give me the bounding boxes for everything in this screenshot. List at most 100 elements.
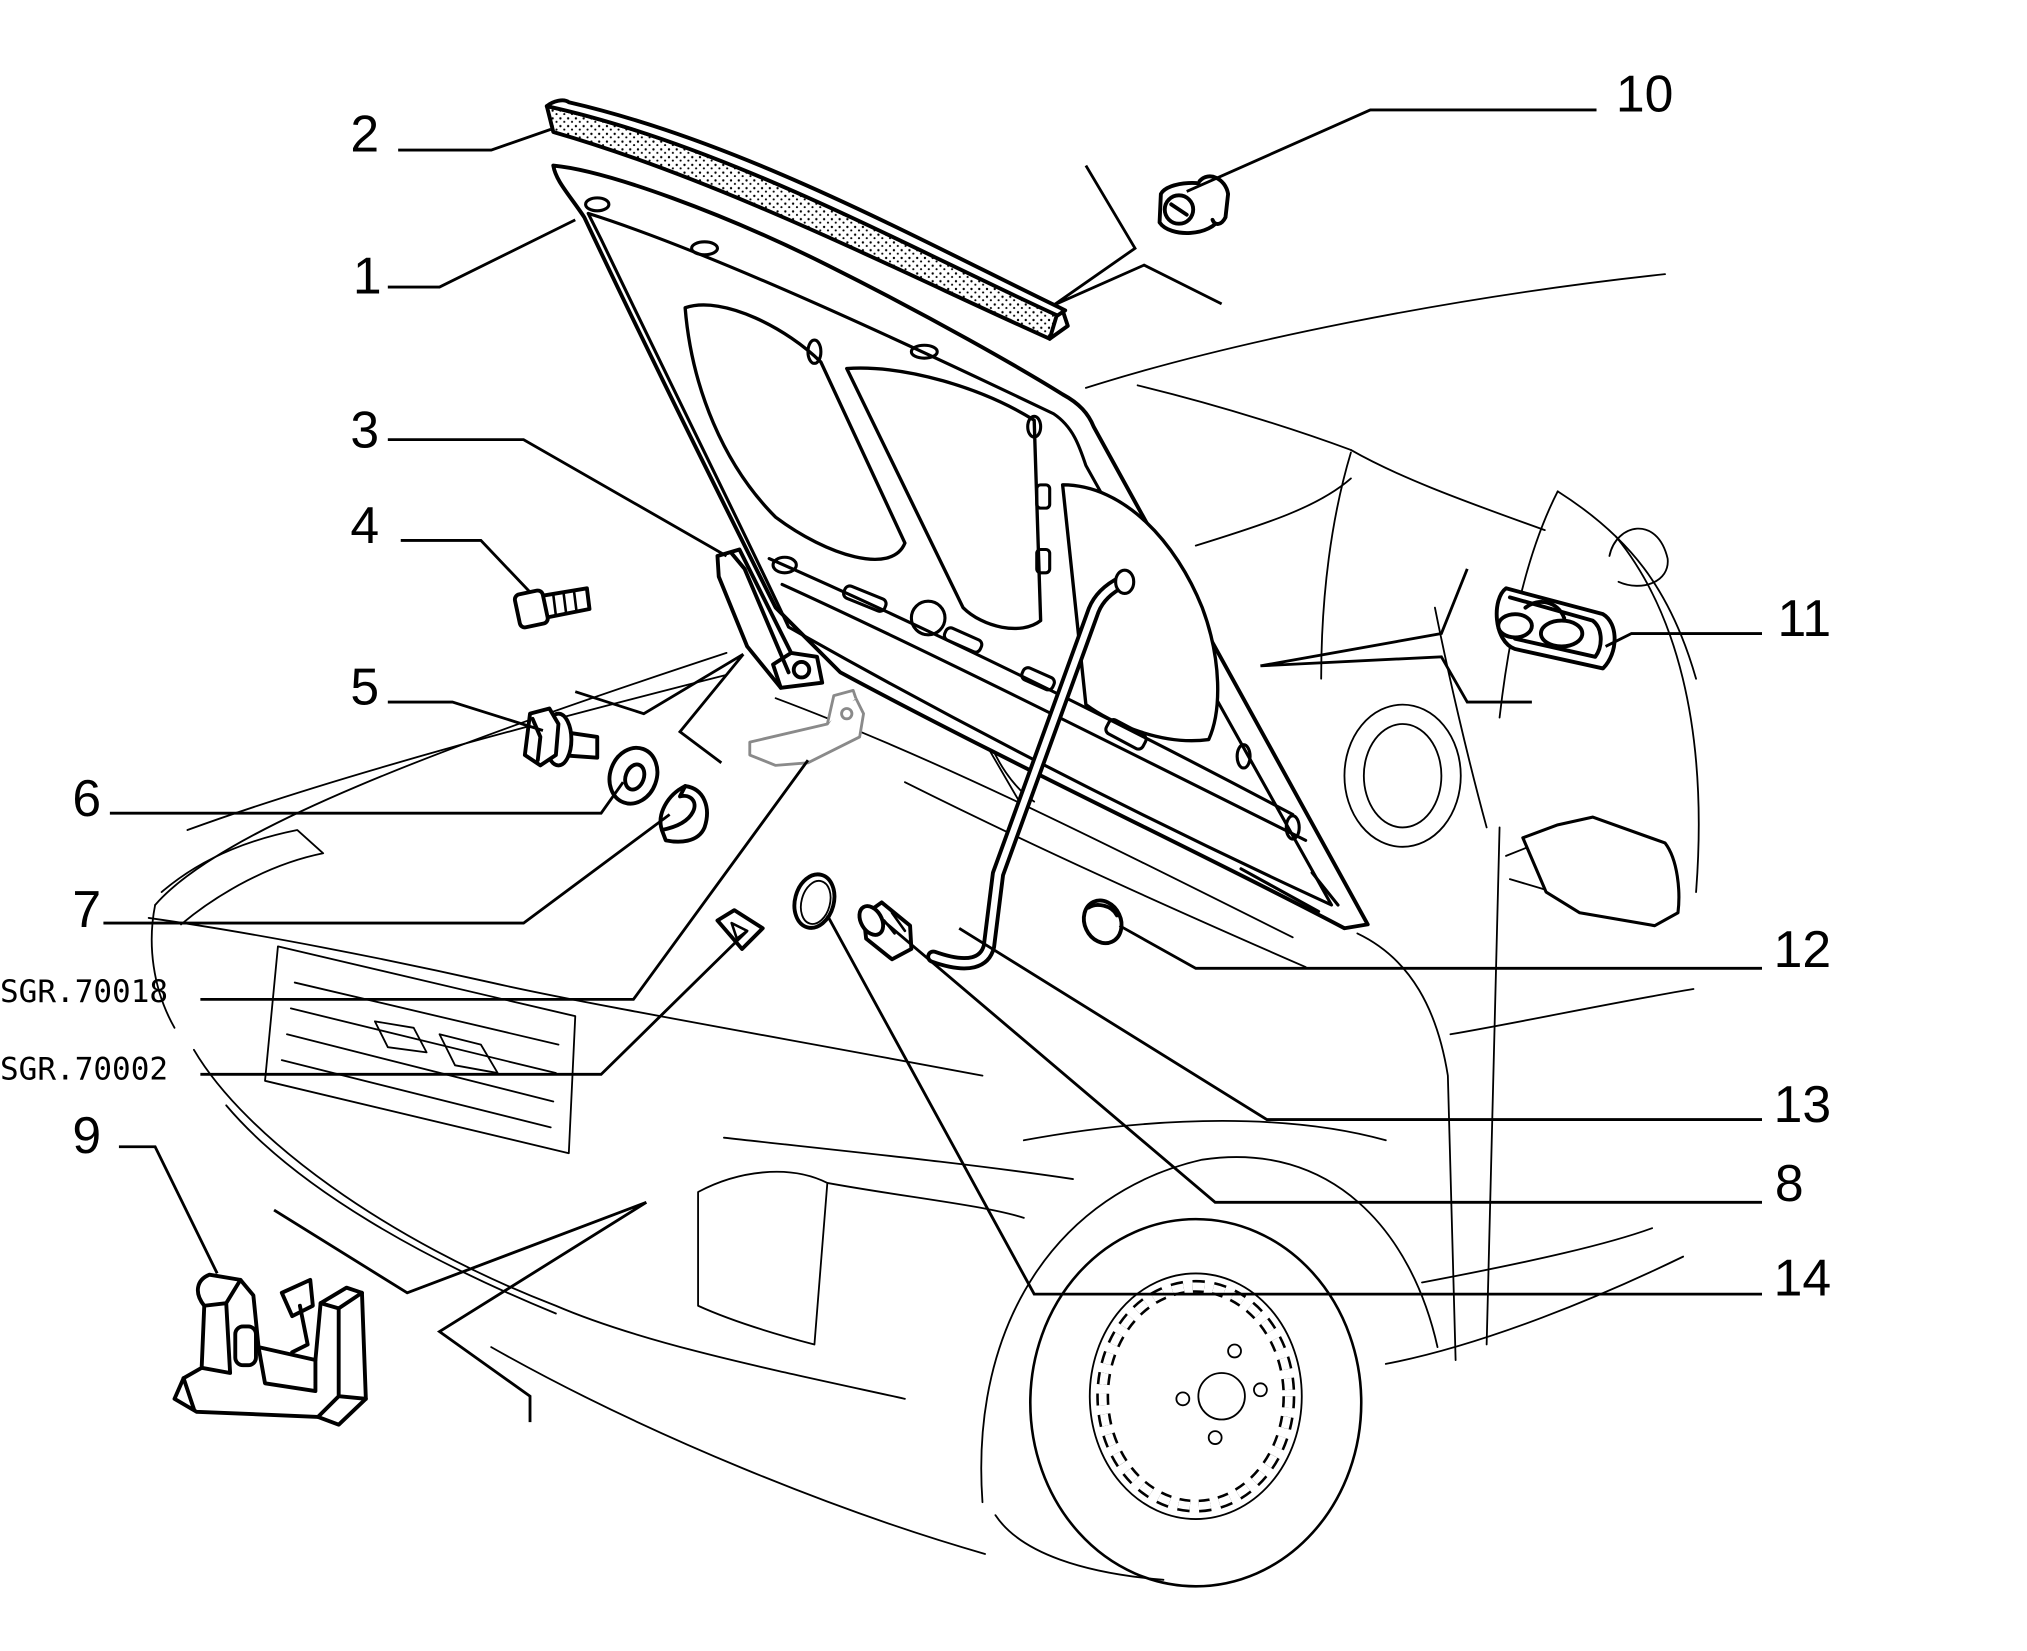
leader-14 bbox=[826, 914, 1762, 1296]
clip-flange bbox=[1197, 174, 1231, 226]
front-bumper-lower bbox=[490, 1346, 986, 1555]
wheel-hub bbox=[1197, 1372, 1246, 1421]
door-mirror bbox=[1521, 815, 1681, 928]
hinge-indicator bbox=[574, 652, 745, 764]
front-fender-crease bbox=[1022, 1119, 1387, 1142]
part-5-flange-bolt bbox=[522, 706, 600, 768]
dashboard-line bbox=[1194, 477, 1352, 547]
body-under-wheel bbox=[994, 1514, 1165, 1581]
bushing-flange bbox=[857, 904, 886, 937]
right-fender bbox=[1356, 932, 1457, 1361]
callout-10: 10 bbox=[1616, 64, 1674, 122]
left-headlight bbox=[160, 829, 325, 926]
right-front-wing-2 bbox=[826, 1182, 1025, 1219]
callout-sgr70018: SGR.70018 bbox=[0, 974, 168, 1010]
leader-11 bbox=[1604, 632, 1762, 648]
wheel-bolt bbox=[1175, 1391, 1191, 1407]
wheel-bolt bbox=[1253, 1382, 1268, 1398]
bolt-thread bbox=[551, 589, 578, 617]
hood-seal-end bbox=[1047, 308, 1070, 341]
latch-right-post bbox=[316, 1290, 368, 1419]
side-sill bbox=[1384, 1255, 1685, 1365]
part-11-rubber-buffer bbox=[1494, 586, 1617, 671]
seal-clip-indicator bbox=[1052, 164, 1223, 307]
callout-sgr70002: SGR.70002 bbox=[0, 1052, 168, 1088]
wheel-bolt bbox=[1207, 1430, 1223, 1445]
hood-opening-left bbox=[186, 673, 728, 831]
part-13-hood-prop-rod bbox=[926, 568, 1136, 971]
part-12-grommet bbox=[1081, 898, 1124, 946]
part-10-clip bbox=[1157, 174, 1231, 235]
callout-2: 2 bbox=[350, 104, 379, 162]
hinge-bracket-lug bbox=[825, 688, 858, 725]
latch-hook bbox=[279, 1277, 315, 1319]
sgr70018-hinge-bracket bbox=[748, 688, 865, 767]
part-1-hood bbox=[551, 163, 1370, 931]
flange-bolt-edge bbox=[530, 716, 543, 763]
callout-12: 12 bbox=[1774, 920, 1832, 978]
buffer-ridge bbox=[1523, 600, 1567, 620]
wheel-arch bbox=[980, 1156, 1439, 1504]
latch-pin bbox=[233, 1324, 258, 1368]
callout-labels: 2 1 3 4 5 6 7 SGR.70018 SGR.70002 9 10 1… bbox=[0, 64, 1831, 1306]
leader-8 bbox=[882, 919, 1762, 1204]
hinge-bracket-hole bbox=[840, 707, 854, 721]
front-bumper-upper bbox=[193, 1048, 906, 1400]
callout-leaders bbox=[103, 108, 1762, 1296]
callout-14: 14 bbox=[1774, 1248, 1832, 1306]
leader-6 bbox=[109, 781, 625, 815]
windshield-frame bbox=[1349, 449, 1546, 532]
hood-frame-slots bbox=[584, 196, 1340, 914]
clip-slot bbox=[1169, 202, 1189, 217]
part-3-hood-hinge bbox=[715, 547, 825, 690]
wheel-vents-inner bbox=[1098, 1282, 1293, 1511]
leader-13 bbox=[958, 927, 1762, 1122]
buffer-face bbox=[1507, 595, 1603, 659]
steering-wheel-inner bbox=[1362, 723, 1443, 829]
part-8-rod-bushing bbox=[857, 900, 914, 962]
triangle-clip bbox=[715, 908, 765, 951]
buffer-hole bbox=[1496, 612, 1534, 640]
callout-7: 7 bbox=[72, 880, 101, 938]
leader-4 bbox=[400, 539, 532, 594]
grommet-lip bbox=[1086, 903, 1119, 918]
side-window bbox=[1556, 490, 1697, 680]
latch-flange bbox=[181, 1345, 318, 1412]
rear-body-line bbox=[1615, 535, 1700, 893]
leader-sgr70002 bbox=[200, 929, 749, 1076]
sgr70002-clip bbox=[715, 908, 765, 951]
retaining-ring-inner bbox=[799, 879, 832, 925]
callout-3: 3 bbox=[350, 400, 379, 458]
callout-4: 4 bbox=[350, 496, 379, 554]
part-14-retaining-ring bbox=[792, 872, 837, 930]
latch-left-post bbox=[199, 1277, 243, 1375]
prop-rod-fill bbox=[930, 578, 1126, 967]
retaining-ring bbox=[792, 872, 837, 930]
leader-3 bbox=[387, 438, 728, 558]
a-pillar bbox=[1320, 451, 1352, 680]
callout-5: 5 bbox=[350, 658, 379, 716]
leader-1 bbox=[387, 218, 576, 289]
cowl-line-2 bbox=[904, 781, 1307, 968]
steering-wheel bbox=[1343, 703, 1462, 848]
part-9-hood-latch bbox=[172, 1272, 368, 1427]
door-shut-line bbox=[1485, 826, 1501, 1346]
leader-10 bbox=[1186, 108, 1597, 193]
callout-6: 6 bbox=[72, 769, 101, 827]
left-fender-top bbox=[154, 652, 728, 906]
front-face-top bbox=[147, 917, 984, 1077]
callout-1: 1 bbox=[353, 247, 382, 305]
callout-8: 8 bbox=[1775, 1154, 1804, 1212]
leader-9 bbox=[118, 1145, 219, 1275]
windshield-base bbox=[1136, 384, 1352, 451]
leader-12 bbox=[1118, 924, 1762, 970]
spacer-edge bbox=[658, 784, 688, 832]
front-tyre bbox=[1029, 1217, 1363, 1588]
latch-indicator bbox=[273, 1201, 648, 1423]
hinge-pivot bbox=[791, 660, 812, 680]
bolt-head bbox=[512, 588, 550, 630]
leader-7 bbox=[103, 813, 671, 925]
hinge-flange bbox=[729, 551, 794, 690]
part-2-hood-seal bbox=[544, 98, 1070, 341]
